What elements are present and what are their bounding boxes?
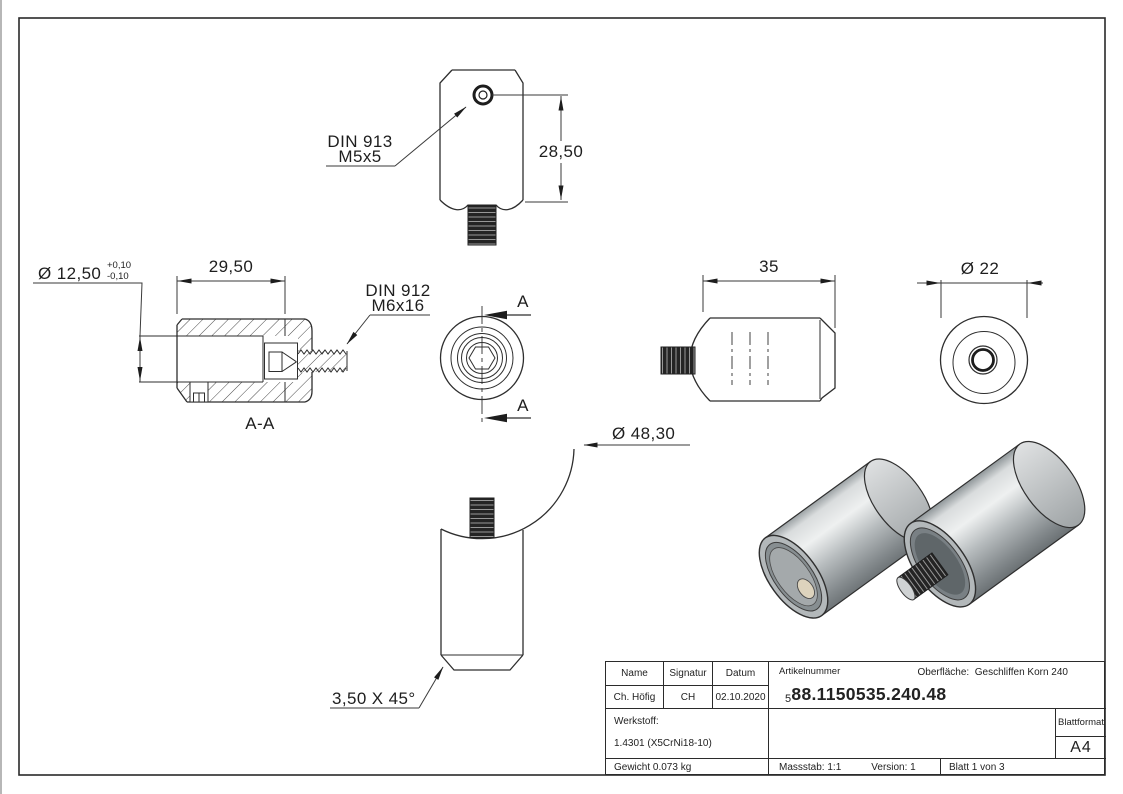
scale-value: Massstab: 1:1 xyxy=(779,761,842,773)
threaded-stud-side xyxy=(660,346,696,375)
dim-29-50: 29,50 xyxy=(209,257,254,276)
scale-version-cell: Massstab: 1:1 Version: 1 xyxy=(769,759,941,775)
dim-chamfer: 3,50 X 45° xyxy=(332,689,416,708)
tolerance-minus: -0,10 xyxy=(107,271,129,282)
tolerance-plus: +0,10 xyxy=(107,260,131,271)
article-number: 588.1150535.240.48 xyxy=(785,684,947,705)
stud-end-thread xyxy=(971,348,995,372)
format-label-cell: Blattformat xyxy=(1056,709,1106,737)
label-section-aa: A-A xyxy=(245,414,275,433)
view-section-aa xyxy=(33,276,430,403)
label-din913: DIN 913 xyxy=(327,132,392,151)
sheet-number-cell: Blatt 1 von 3 xyxy=(949,761,1005,773)
title-block: Name Signatur Datum Ch. Höfig CH 02.10.2… xyxy=(605,661,1106,775)
cap-screw-head xyxy=(264,342,298,380)
version-value: Version: 1 xyxy=(871,761,916,773)
format-value-cell: A4 xyxy=(1056,737,1106,759)
weight-cell: Gewicht 0.073 kg xyxy=(606,759,769,775)
signature-value-cell: CH xyxy=(664,686,713,709)
section-arrow-bottom xyxy=(484,413,507,423)
threaded-stud xyxy=(467,204,497,246)
article-label: Artikelnummer xyxy=(779,666,841,677)
render-3d-left xyxy=(758,458,934,619)
face-hole xyxy=(796,578,815,599)
leader-chamfer xyxy=(418,666,444,709)
cut-label-bottom: A xyxy=(517,396,529,415)
view-top xyxy=(326,69,568,246)
empty-cell xyxy=(769,709,1056,759)
render-3d-right xyxy=(896,440,1086,608)
dim-35: 35 xyxy=(759,257,779,276)
surface-finish: Oberfläche: Geschliffen Korn 240 xyxy=(917,667,1068,678)
leader-din913 xyxy=(394,106,467,167)
view-front xyxy=(439,306,531,425)
date-label-cell: Datum xyxy=(713,662,769,686)
signature-label-cell: Signatur xyxy=(664,662,713,686)
hex-socket xyxy=(468,346,496,370)
date-value-cell: 02.10.2020 xyxy=(713,686,769,709)
tube-arc xyxy=(440,448,575,540)
drawing-frame xyxy=(18,17,1106,776)
cut-label-top: A xyxy=(517,292,529,311)
material-label: Werkstoff: xyxy=(614,716,659,727)
view-bottom xyxy=(330,442,690,709)
leader-din912 xyxy=(346,314,371,345)
dim-dia-22: Ø 22 xyxy=(961,259,999,278)
threaded-stud-bottom xyxy=(469,497,495,539)
label-din913-size: M5x5 xyxy=(338,147,381,166)
dim-bore-dia: Ø 12,50 xyxy=(38,264,101,283)
material-cell: Werkstoff: 1.4301 (X5CrNi18-10) xyxy=(606,709,769,759)
article-cell: Artikelnummer Oberfläche: Geschliffen Ko… xyxy=(769,662,1106,709)
sheet-edge xyxy=(0,0,2,794)
name-value-cell: Ch. Höfig xyxy=(606,686,664,709)
label-din912: DIN 912 xyxy=(365,281,430,300)
dim-dia-48-30: Ø 48,30 xyxy=(612,424,675,443)
section-arrow-top xyxy=(484,310,507,320)
view-side xyxy=(660,275,836,402)
view-end xyxy=(917,280,1043,405)
name-label-cell: Name xyxy=(606,662,664,686)
label-din912-size: M6x16 xyxy=(371,296,424,315)
material-value: 1.4301 (X5CrNi18-10) xyxy=(614,738,712,749)
dim-28-50: 28,50 xyxy=(539,142,584,161)
